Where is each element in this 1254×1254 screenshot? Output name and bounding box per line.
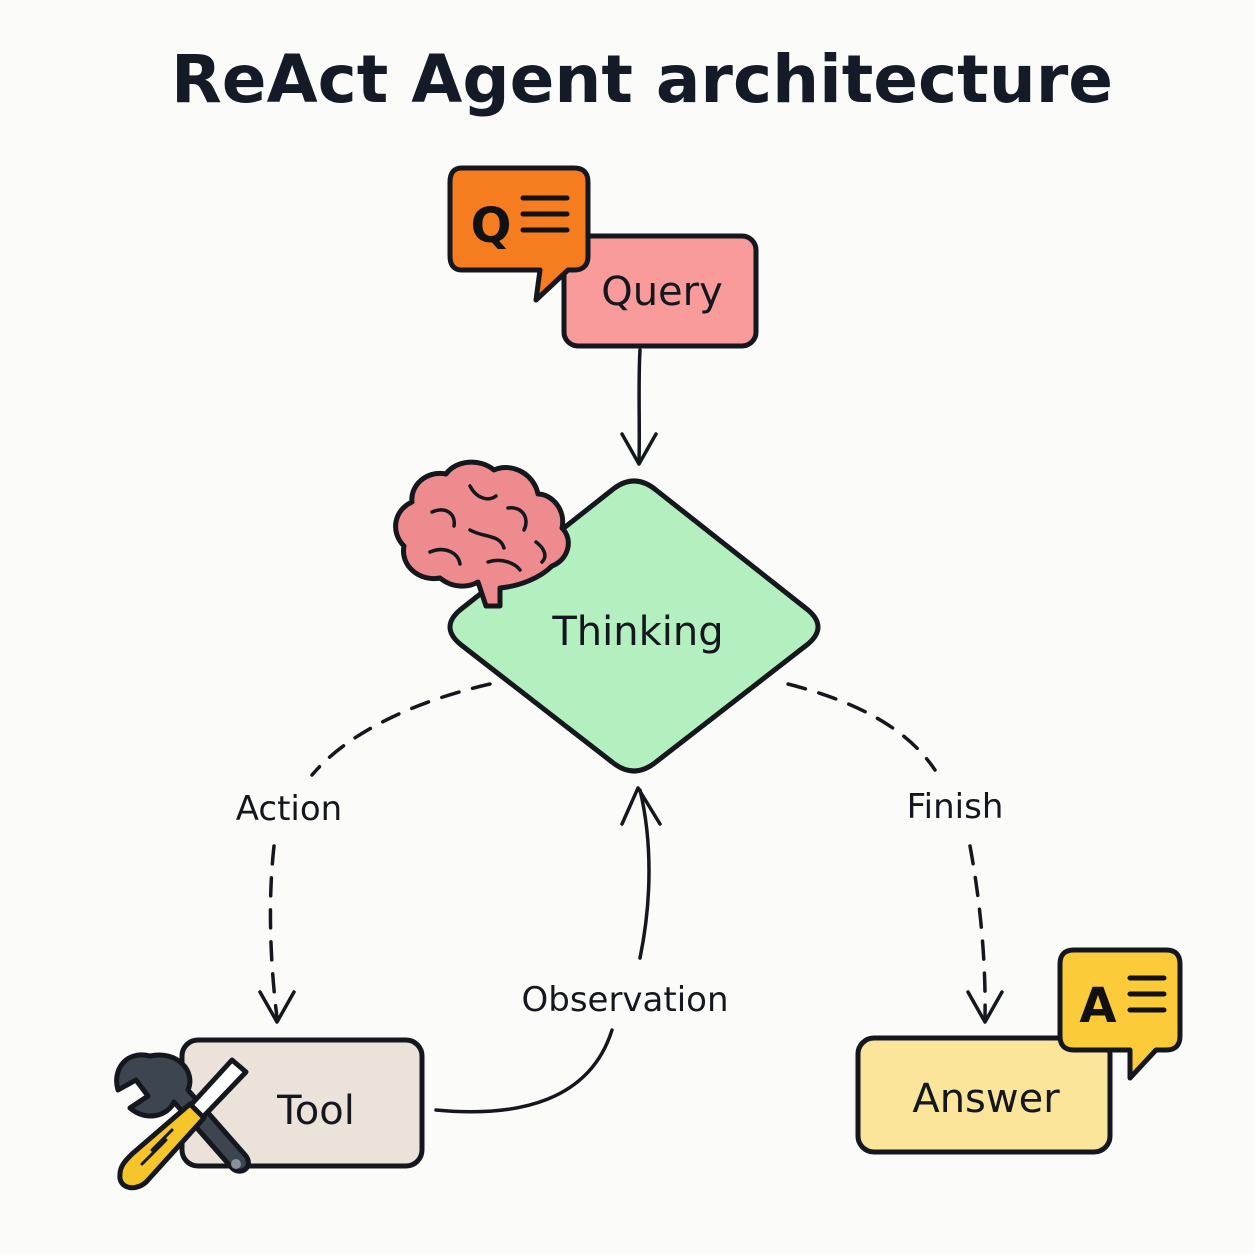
node-answer: Answer xyxy=(855,1035,1113,1155)
svg-text:A: A xyxy=(1079,978,1116,1034)
edge-finish xyxy=(786,682,1004,1024)
edge-observation xyxy=(434,786,662,1114)
edge-label-finish: Finish xyxy=(907,787,1004,827)
diagram-title: ReAct Agent architecture xyxy=(171,41,1113,118)
query-label: Query xyxy=(601,269,723,315)
edge-label-observation: Observation xyxy=(521,980,728,1020)
tool-label: Tool xyxy=(276,1088,355,1134)
node-query: Query xyxy=(561,233,759,349)
query-chat-bubble-icon: Q xyxy=(447,165,591,303)
svg-text:Q: Q xyxy=(471,198,512,254)
edge-label-action: Action xyxy=(236,789,342,829)
wrench-and-screwdriver-icon xyxy=(114,1052,251,1191)
edge-query-to-thinking xyxy=(620,348,658,466)
answer-label: Answer xyxy=(912,1076,1060,1122)
edge-action xyxy=(258,682,492,1024)
brain-icon xyxy=(393,459,571,609)
answer-chat-bubble-icon: A xyxy=(1057,947,1183,1081)
thinking-label: Thinking xyxy=(551,609,723,655)
query-box xyxy=(561,233,759,349)
answer-box xyxy=(855,1035,1113,1155)
